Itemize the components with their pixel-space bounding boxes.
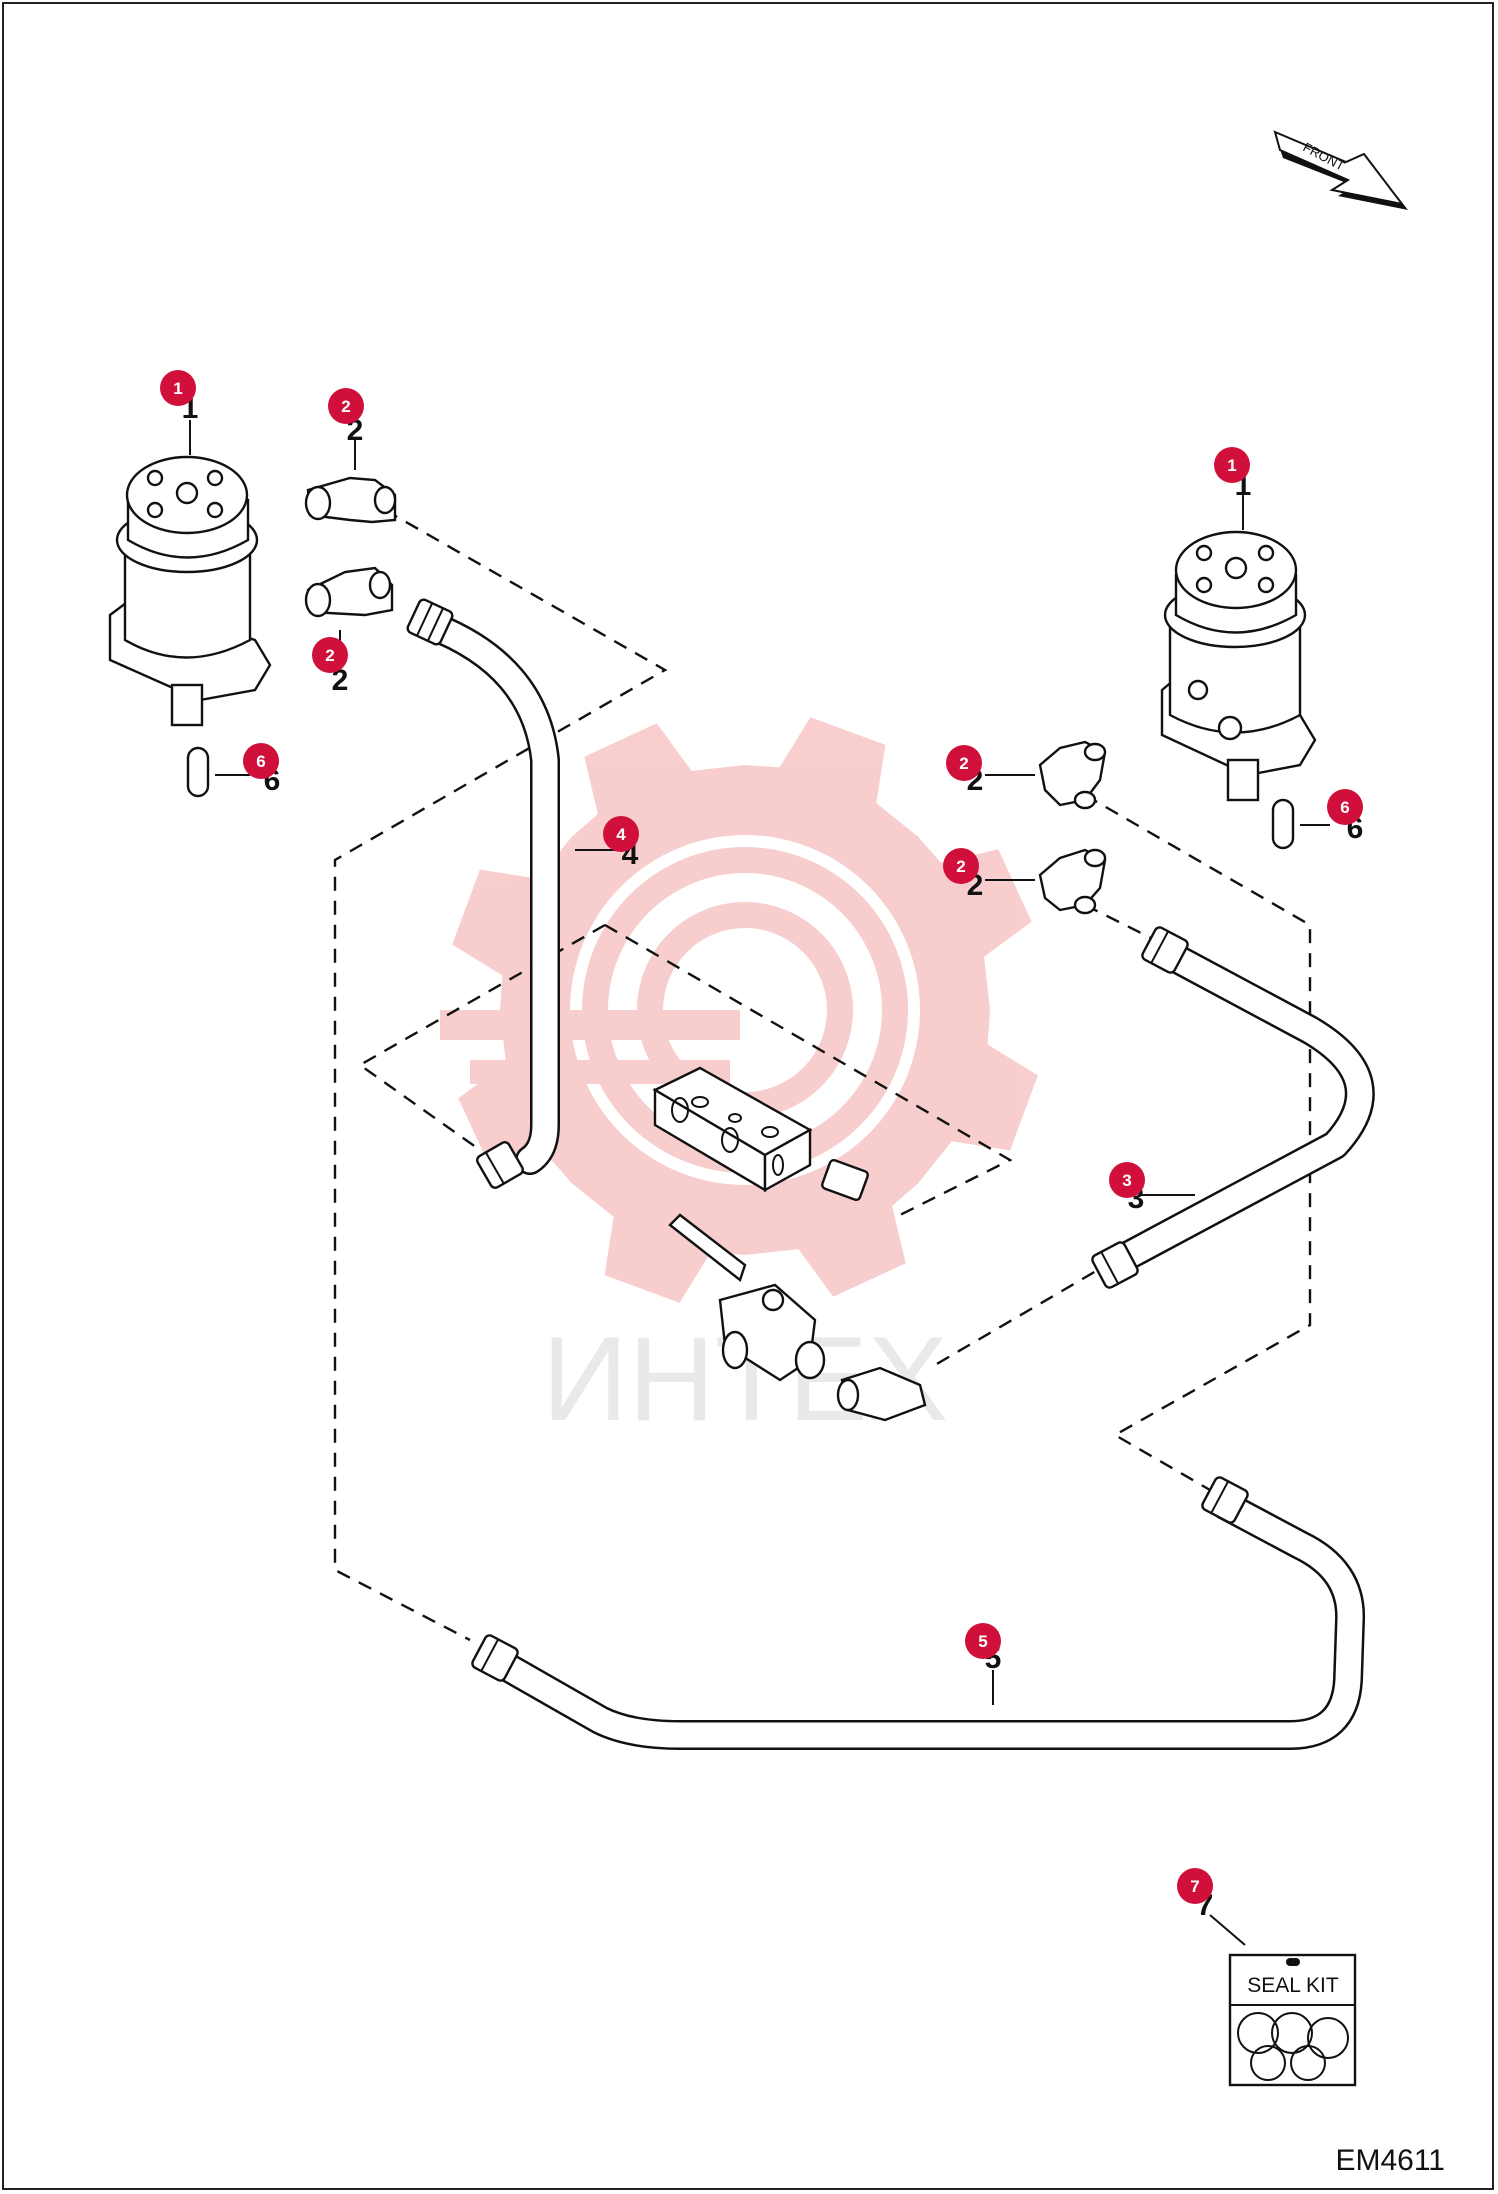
svg-text:7: 7 bbox=[1190, 1877, 1199, 1896]
callout-3[interactable]: 3 bbox=[1109, 1162, 1145, 1198]
svg-text:2: 2 bbox=[325, 646, 334, 665]
front-direction-arrow: FRONT bbox=[1273, 130, 1408, 210]
svg-text:1: 1 bbox=[173, 379, 182, 398]
callout-1-left[interactable]: 1 bbox=[160, 370, 196, 406]
svg-text:6: 6 bbox=[1340, 798, 1349, 817]
callout-7[interactable]: 7 bbox=[1177, 1868, 1213, 1904]
callout-2-left-upper[interactable]: 2 bbox=[328, 388, 364, 424]
hose-fittings bbox=[406, 598, 1249, 1682]
hydraulic-motor-left bbox=[108, 455, 272, 727]
seal-kit-label: SEAL KIT bbox=[1247, 1974, 1339, 1997]
elbow-fitting-left-upper bbox=[304, 476, 397, 524]
hydraulic-motor-right bbox=[1160, 530, 1317, 802]
callout-6-left[interactable]: 6 bbox=[243, 743, 279, 779]
svg-text:2: 2 bbox=[956, 857, 965, 876]
seal-kit-box: SEAL KIT bbox=[1228, 1953, 1357, 2087]
callout-2-right-lower[interactable]: 2 bbox=[943, 848, 979, 884]
hose-4 bbox=[415, 610, 560, 1175]
callout-1-right[interactable]: 1 bbox=[1214, 447, 1250, 483]
svg-text:4: 4 bbox=[616, 825, 626, 844]
ball-valve bbox=[668, 1213, 927, 1422]
elbow-fitting-right-lower bbox=[1038, 848, 1107, 915]
shaft-key-right bbox=[1271, 798, 1295, 850]
hose-3 bbox=[1105, 940, 1375, 1275]
elbow-fitting-left-lower bbox=[304, 566, 394, 618]
svg-text:5: 5 bbox=[978, 1632, 987, 1651]
hose-5 bbox=[480, 1490, 1366, 1750]
svg-text:2: 2 bbox=[959, 754, 968, 773]
red-callouts: 1 2 2 1 2 2 6 6 4 3 5 7 bbox=[160, 370, 1363, 1904]
leader-lines bbox=[189, 420, 1330, 1946]
part-label-2-left-lower: 2 bbox=[332, 664, 349, 697]
svg-text:2: 2 bbox=[341, 397, 350, 416]
callout-6-right[interactable]: 6 bbox=[1327, 789, 1363, 825]
callout-4[interactable]: 4 bbox=[603, 816, 639, 852]
callout-2-left-lower[interactable]: 2 bbox=[312, 637, 348, 673]
valve-manifold-block bbox=[652, 1066, 869, 1202]
drawing-number: EM4611 bbox=[1335, 2144, 1445, 2177]
intekh-watermark-logo: ИНТЕХ bbox=[440, 717, 1038, 1446]
callout-5[interactable]: 5 bbox=[965, 1623, 1001, 1659]
callout-2-right-upper[interactable]: 2 bbox=[946, 745, 982, 781]
svg-text:3: 3 bbox=[1122, 1171, 1131, 1190]
svg-text:1: 1 bbox=[1227, 456, 1236, 475]
elbow-fitting-right-upper bbox=[1038, 740, 1107, 810]
shaft-key-left bbox=[186, 746, 210, 798]
svg-text:6: 6 bbox=[256, 752, 265, 771]
